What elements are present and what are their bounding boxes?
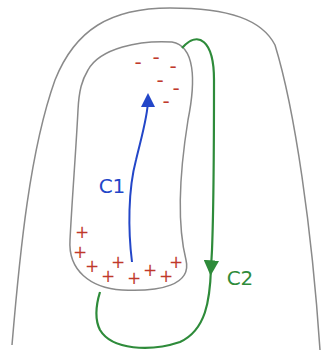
cavity-outline: [70, 42, 193, 291]
conductor-outline: [12, 8, 320, 350]
charge-sign: -: [152, 47, 159, 67]
charge-sign: -: [156, 70, 163, 90]
path-c1: [129, 100, 148, 262]
charge-sign: -: [134, 52, 141, 72]
charge-sign: -: [172, 78, 179, 98]
path-c2: [182, 39, 214, 268]
charge-sign: -: [162, 91, 169, 111]
path-label: C1: [99, 176, 126, 196]
charge-sign: +: [85, 258, 99, 275]
charge-sign: +: [169, 254, 183, 271]
path-c2: [96, 268, 211, 348]
charge-sign: +: [143, 262, 157, 279]
path-label: C2: [227, 268, 254, 288]
charge-sign: +: [127, 270, 141, 287]
charge-sign: -: [169, 56, 176, 76]
charge-sign: +: [75, 224, 89, 241]
charge-sign: +: [111, 254, 125, 271]
